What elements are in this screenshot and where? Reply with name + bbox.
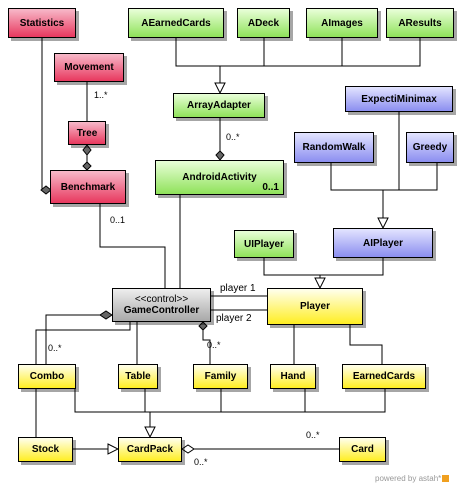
class-player[interactable]: Player: [267, 288, 363, 325]
controller-family-diamond: [198, 321, 208, 331]
class-game-controller-stereotype: <<control>>: [134, 294, 189, 305]
class-movement-label: Movement: [64, 62, 114, 73]
class-card-pack-label: CardPack: [126, 444, 174, 455]
mult-movement-tree: 1..*: [94, 90, 108, 100]
mult-controller-combo: 0..*: [48, 343, 62, 353]
player-earned-link: [349, 325, 383, 364]
class-a-earned-cards[interactable]: AEarnedCards: [128, 8, 224, 38]
class-array-adapter[interactable]: ArrayAdapter: [173, 93, 265, 118]
class-a-earned-cards-label: AEarnedCards: [141, 17, 211, 29]
class-android-activity-multiplicity: 0..1: [262, 182, 279, 193]
class-hand-label: Hand: [280, 371, 306, 382]
class-expecti-minimax[interactable]: ExpectiMinimax: [345, 86, 453, 112]
class-family-label: Family: [204, 371, 237, 382]
class-stock[interactable]: Stock: [18, 437, 73, 462]
class-a-results-label: AResults: [398, 17, 442, 29]
mult-benchmark-controller: 0..1: [110, 215, 126, 225]
class-table[interactable]: Table: [118, 364, 158, 389]
class-combo-label: Combo: [29, 371, 65, 382]
class-ui-player-label: UIPlayer: [243, 238, 285, 250]
class-array-adapter-label: ArrayAdapter: [187, 100, 251, 111]
class-a-images[interactable]: AImages: [306, 8, 378, 38]
activity-diamond: [215, 150, 225, 161]
mult-cardpack-card-left: 0..*: [194, 457, 208, 467]
class-a-images-label: AImages: [321, 17, 363, 29]
uiplayer-link: [263, 258, 320, 276]
class-a-results[interactable]: AResults: [386, 8, 454, 38]
strategies-bus: [330, 163, 438, 191]
class-earned-cards[interactable]: EarnedCards: [342, 364, 426, 389]
class-family[interactable]: Family: [193, 364, 248, 389]
cardpack-card-diamond: [181, 444, 195, 454]
class-stock-label: Stock: [31, 444, 60, 455]
class-random-walk-label: RandomWalk: [302, 142, 366, 153]
class-ui-player[interactable]: UIPlayer: [234, 230, 294, 258]
statistics-benchmark-link: [41, 38, 50, 191]
role-player2: player 2: [216, 313, 252, 324]
class-a-deck-label: ADeck: [247, 17, 280, 29]
class-greedy-label: Greedy: [412, 142, 448, 153]
class-statistics[interactable]: Statistics: [8, 8, 76, 38]
class-card-pack[interactable]: CardPack: [118, 437, 182, 462]
astah-logo-icon: [442, 475, 450, 483]
benchmark-diamond: [82, 161, 92, 171]
adapters-bus: [175, 38, 421, 67]
class-benchmark-label: Benchmark: [60, 181, 116, 193]
watermark-text: powered by astah*: [375, 474, 442, 483]
mult-controller-family: 0..*: [207, 340, 221, 350]
role-player1: player 1: [220, 283, 256, 294]
class-ai-player-label: AIPlayer: [362, 237, 404, 249]
class-table-label: Table: [125, 371, 151, 382]
aiplayer-link: [320, 258, 384, 276]
class-statistics-label: Statistics: [19, 17, 65, 29]
class-movement[interactable]: Movement: [54, 53, 124, 82]
class-random-walk[interactable]: RandomWalk: [294, 132, 374, 163]
class-combo[interactable]: Combo: [18, 364, 76, 389]
class-hand[interactable]: Hand: [270, 364, 316, 389]
class-card-label: Card: [351, 444, 374, 455]
mult-arrayadapter-activity: 0..*: [226, 132, 240, 142]
class-greedy[interactable]: Greedy: [406, 132, 454, 163]
class-tree-label: Tree: [76, 127, 98, 139]
tree-diamond: [82, 144, 92, 156]
astah-watermark: powered by astah*: [375, 474, 450, 483]
benchmark-controller-link: [99, 204, 166, 288]
class-game-controller[interactable]: <<control>> GameController: [112, 288, 211, 322]
class-android-activity-label: AndroidActivity: [182, 172, 257, 183]
class-player-label: Player: [299, 301, 331, 312]
class-android-activity[interactable]: AndroidActivity 0..1: [155, 160, 284, 195]
class-tree[interactable]: Tree: [68, 121, 106, 145]
class-game-controller-label: GameController: [123, 305, 200, 316]
class-benchmark[interactable]: Benchmark: [50, 170, 126, 204]
controller-combo-diamond: [99, 310, 113, 320]
class-a-deck[interactable]: ADeck: [237, 8, 290, 38]
mult-cardpack-card-right: 0..*: [306, 430, 320, 440]
class-earned-cards-label: EarnedCards: [352, 371, 416, 382]
cardpack-bus: [74, 389, 386, 413]
class-expecti-minimax-label: ExpectiMinimax: [361, 93, 437, 105]
controller-family-link: [202, 322, 211, 364]
class-ai-player[interactable]: AIPlayer: [333, 228, 433, 258]
controller-combo-link: [45, 314, 112, 364]
class-card[interactable]: Card: [339, 437, 386, 462]
